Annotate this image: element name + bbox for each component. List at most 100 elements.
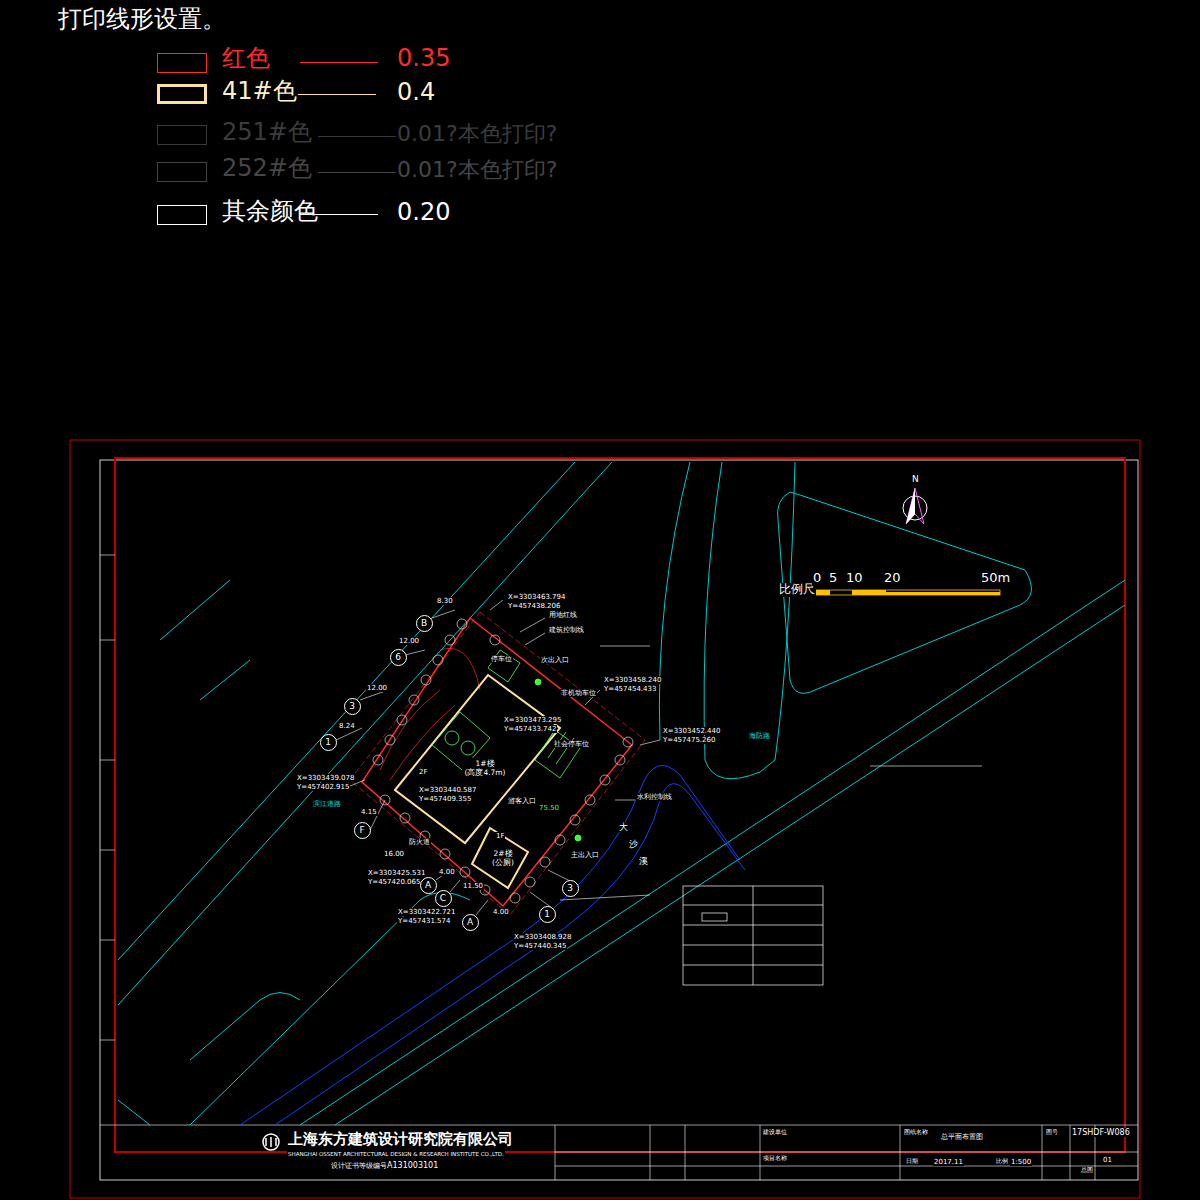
- leader-lines-part: [615, 800, 635, 801]
- drawing-frame-part: [555, 1125, 1138, 1180]
- trees-part: [385, 735, 395, 745]
- title-block-text: 项目名称: [762, 1155, 788, 1162]
- plan-annotation: Y=457454.433: [603, 685, 657, 693]
- roads-part: [118, 462, 612, 1005]
- plan-annotation: 16.00: [383, 850, 405, 858]
- node-text: (高度4.7m): [464, 768, 505, 777]
- title-block-text: 设计证书等级编号: [330, 1162, 388, 1170]
- trees-part: [510, 893, 520, 903]
- legend-swatch: [157, 53, 207, 73]
- plan-annotation: 10: [845, 571, 864, 586]
- landscape-part: [575, 835, 581, 841]
- plan-annotation: Y=457402.915: [296, 783, 350, 791]
- grid-axis-bubble: 1: [320, 734, 337, 751]
- plan-annotation: Y=457431.574: [397, 917, 451, 925]
- plan-annotation: X=3303422.721: [397, 908, 456, 916]
- page-title: 打印线形设置。: [57, 6, 227, 34]
- plan-annotation: X=3303458.240: [603, 676, 662, 684]
- plan-annotation: 1F: [495, 832, 505, 840]
- grid-axis-bubble: 3: [344, 698, 361, 715]
- plan-annotation: X=3303473.295: [503, 716, 562, 724]
- title-block-text: 2017.11: [933, 1158, 964, 1166]
- trees-part: [433, 655, 443, 665]
- roads-part: [659, 462, 690, 740]
- title-block-text: 日期: [905, 1158, 919, 1165]
- grid-axis-bubble: 3: [562, 880, 579, 897]
- plan-annotation: 防火道: [408, 838, 431, 846]
- buildings-part: [472, 828, 528, 888]
- node-text: 3: [567, 883, 573, 893]
- title-block-text: SHANGHAI OSSENT ARCHITECTURAL DESIGN & R…: [287, 1151, 505, 1157]
- plan-annotation: 主出入口: [570, 851, 600, 859]
- landscape-part: [535, 679, 541, 685]
- plan-annotation: 4.00: [492, 908, 510, 916]
- legend-text: 251#色: [222, 119, 312, 145]
- title-block-text: 总平面布置图: [940, 1133, 984, 1141]
- plan-annotation: 次出入口: [540, 656, 570, 664]
- trees-part: [615, 755, 625, 765]
- river-part: [240, 765, 740, 1125]
- plan-annotation: 0: [812, 571, 822, 586]
- drawing-frame-part: [70, 440, 1140, 1198]
- node-text: 3: [349, 701, 355, 711]
- info-table-part: [683, 886, 823, 985]
- plan-annotation: 5: [828, 571, 838, 586]
- trees-part: [421, 675, 431, 685]
- trees-part: [525, 877, 535, 887]
- plan-annotation: 50m: [980, 571, 1011, 586]
- grid-axis-bubble: A: [420, 877, 437, 894]
- plan-annotation: 海防路: [748, 732, 771, 740]
- plan-annotation: 20: [883, 571, 902, 586]
- plan-annotation: 非机动车位: [560, 689, 597, 697]
- plan-annotation: 停车位: [490, 655, 513, 663]
- plan-annotation: 4.15: [360, 808, 378, 816]
- title-block-text: 上海东方建筑设计研究院有限公司: [287, 1131, 514, 1148]
- plan-annotation: Y=457420.065: [367, 878, 421, 886]
- plan-annotation: 社会停车位: [553, 740, 590, 748]
- grid-axis-bubble: F: [354, 822, 371, 839]
- node-text: A: [467, 917, 473, 927]
- node-text: 2#楼: [492, 849, 514, 858]
- roads-part: [335, 605, 1125, 1125]
- title-block-text: 17SHDF-W086: [1071, 1128, 1131, 1137]
- roads-part: [300, 580, 1125, 1125]
- legend-swatch: [157, 84, 207, 104]
- plan-annotation: 12.00: [366, 684, 388, 692]
- node-text: 6: [395, 652, 401, 662]
- legend-value: 0.20: [396, 199, 451, 227]
- legend-value: 0.4: [396, 79, 436, 107]
- roads-part: [160, 580, 300, 1060]
- trees-part: [570, 815, 580, 825]
- north-arrow-part: [906, 488, 924, 524]
- roads-part: [118, 1100, 150, 1125]
- landscape-part: [461, 741, 475, 755]
- leader-lines-part: [345, 610, 982, 900]
- node-text: B: [421, 618, 427, 628]
- legend-line-sample: [298, 94, 376, 95]
- scale-bar-part: [815, 590, 830, 595]
- plan-annotation: X=3303440.587: [418, 786, 477, 794]
- title-block-text: 01: [1102, 1156, 1113, 1164]
- roads: [118, 462, 1125, 1125]
- plan-annotation: 溪: [638, 856, 649, 866]
- plan-annotation: Y=457409.355: [418, 795, 472, 803]
- plan-annotation: 8.30: [436, 597, 454, 605]
- plan-annotation: X=3303408.928: [513, 933, 572, 941]
- grid-axis-bubble: C: [435, 890, 452, 907]
- landscape-part: [488, 650, 520, 682]
- plan-annotation: 4.00: [438, 868, 456, 876]
- plan-annotation: Y=457475.260: [662, 736, 716, 744]
- plan-annotation: 12.00: [398, 637, 420, 645]
- drawing-frame-part: [100, 460, 1138, 1180]
- grid-axis-bubble: 1: [539, 906, 556, 923]
- trees-part: [397, 715, 407, 725]
- plan-annotation: 8.24: [338, 722, 356, 730]
- plan-annotation: 滨江道路: [312, 800, 342, 808]
- node-text: 1#楼: [464, 759, 505, 768]
- legend-value: 0.01?本色打印?: [396, 157, 558, 182]
- plan-annotation: Y=457438.206: [507, 602, 561, 610]
- plan-annotation: X=3303439.078: [296, 774, 355, 782]
- title-block-text: A131003101: [386, 1161, 439, 1170]
- node-text: 1: [544, 909, 550, 919]
- buildings: [395, 675, 560, 888]
